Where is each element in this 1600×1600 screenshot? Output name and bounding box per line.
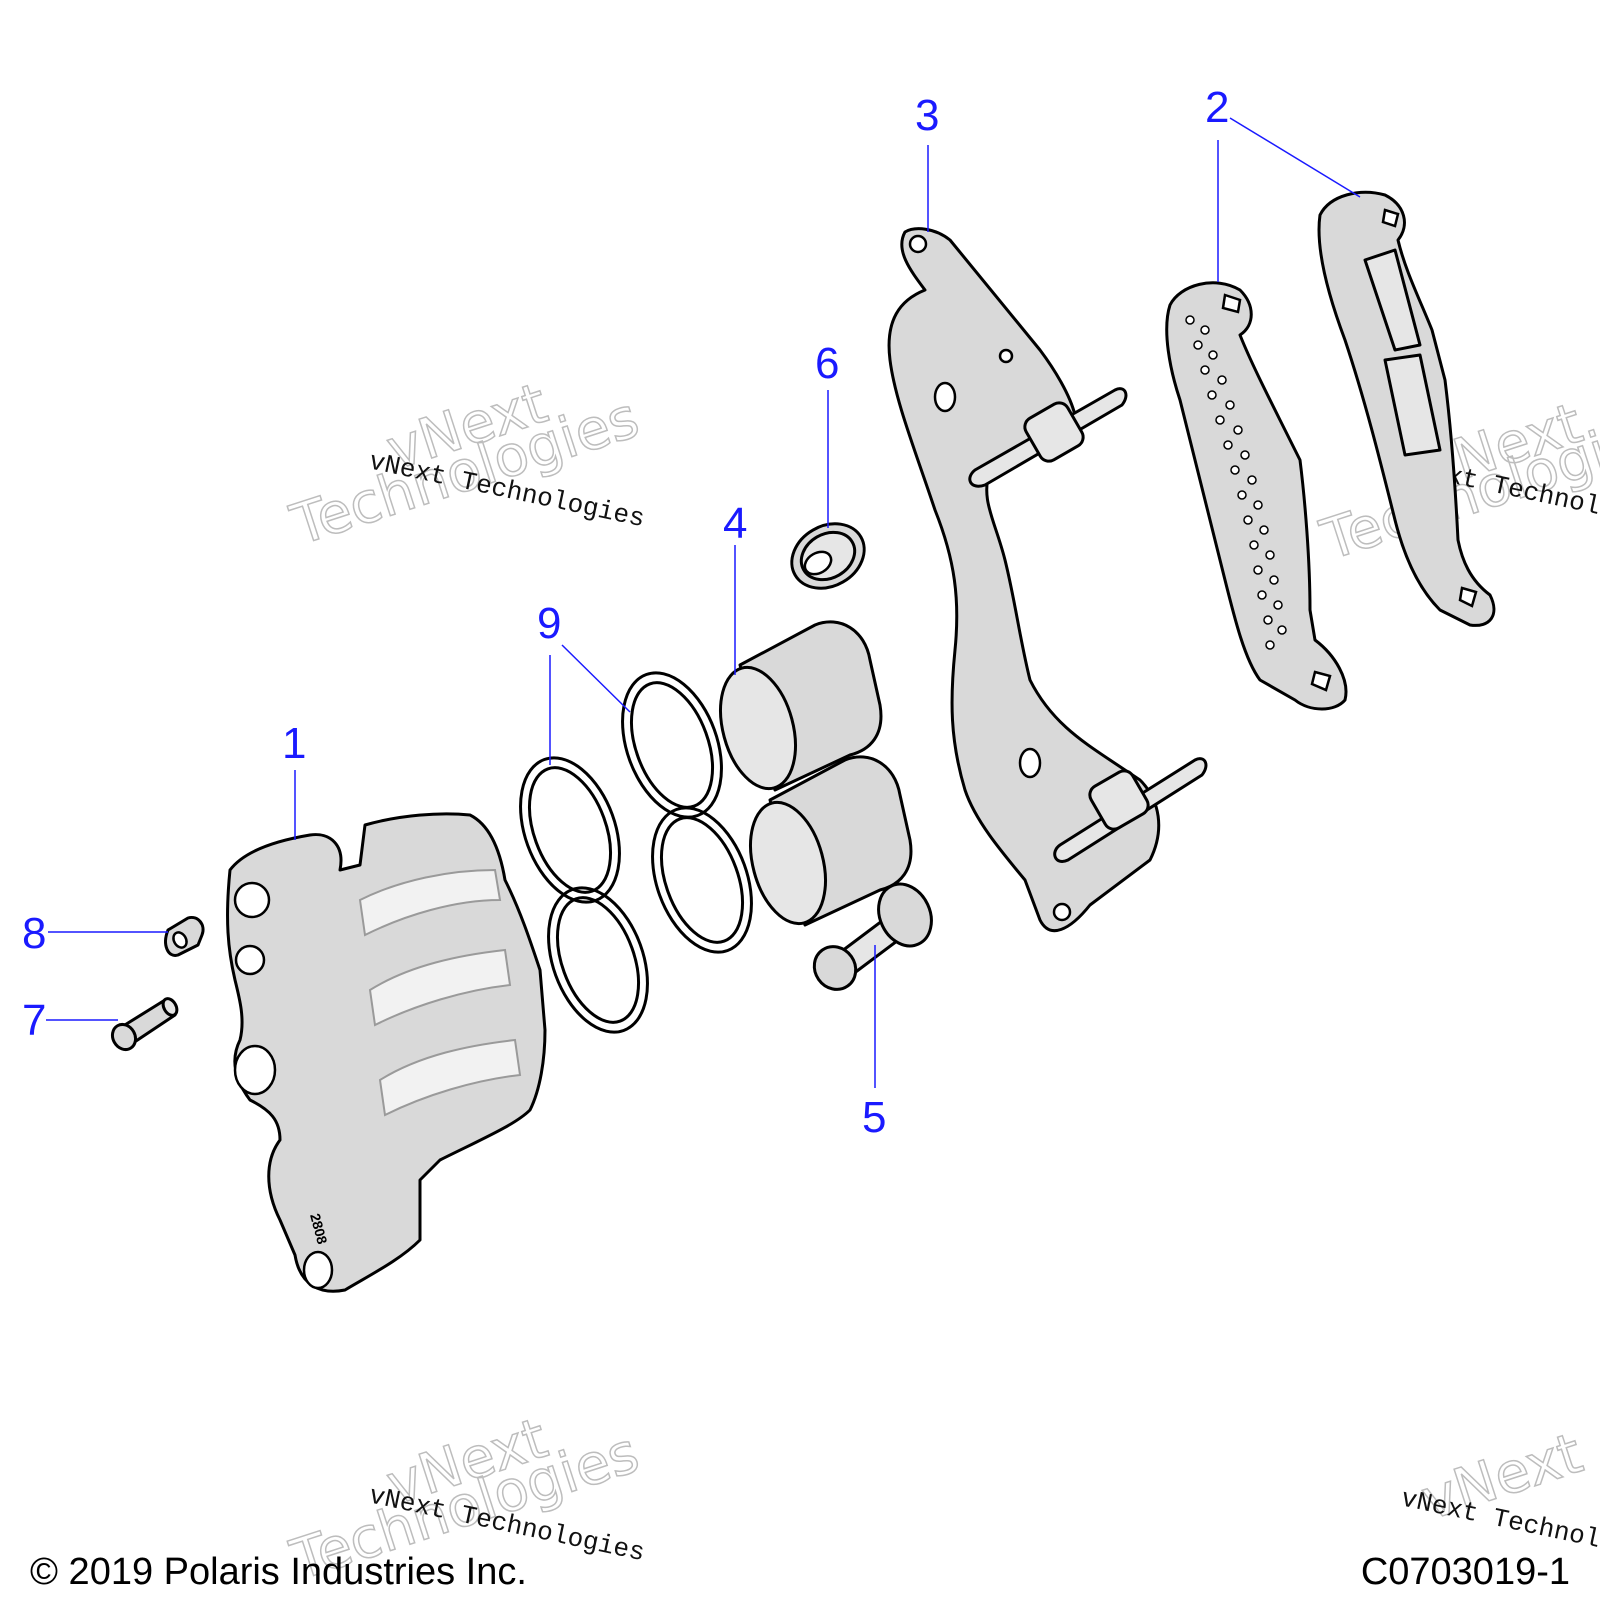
seal-2 <box>621 671 723 819</box>
callout-1[interactable]: 1 <box>282 719 306 768</box>
bracket-hole-bottom <box>1052 902 1072 922</box>
part-2-pad-outer <box>1317 190 1496 627</box>
caliper-port-1 <box>233 881 271 919</box>
seal-4 <box>651 806 753 954</box>
caliper-port-2 <box>234 944 266 976</box>
callout-8[interactable]: 8 <box>22 909 46 958</box>
part-7-bleeder-screw <box>110 997 179 1052</box>
caliper-bleeder-port <box>233 1044 277 1096</box>
callout-9[interactable]: 9 <box>537 599 561 648</box>
part-3-bracket <box>887 227 1208 933</box>
callout-7[interactable]: 7 <box>22 996 46 1045</box>
callout-2[interactable]: 2 <box>1205 83 1229 132</box>
leader-lines <box>46 117 1361 1088</box>
copyright-notice: © 2019 Polaris Industries Inc. <box>30 1551 527 1593</box>
caliper-mount-hole <box>302 1250 334 1290</box>
watermark-bottom-right: vNext vNext Technologies <box>1398 1420 1600 1571</box>
part-8-plug <box>164 915 205 957</box>
caliper-part-marking: 2808 <box>307 1212 331 1246</box>
leader-2b <box>1229 117 1361 198</box>
bracket-hole-lower <box>1018 747 1042 779</box>
bracket-hole-top <box>908 234 928 254</box>
leader-9b <box>561 644 631 713</box>
pad-perforation-pattern <box>1185 315 1287 650</box>
callout-4[interactable]: 4 <box>723 499 747 548</box>
diagram-id: C0703019-1 <box>1360 1551 1570 1593</box>
part-6-boot <box>790 522 866 590</box>
part-1-caliper-body: 2808 <box>226 812 547 1293</box>
callout-3[interactable]: 3 <box>915 91 939 140</box>
callout-6[interactable]: 6 <box>815 339 839 388</box>
bracket-hole-small <box>998 348 1014 364</box>
part-2-pad-inner <box>1165 281 1348 711</box>
callout-5[interactable]: 5 <box>862 1093 886 1142</box>
seal-3 <box>547 886 649 1034</box>
part-5-pin <box>812 882 933 991</box>
bracket-hole-upper <box>933 381 957 413</box>
callouts: 1 2 3 4 5 6 7 8 9 <box>22 83 1229 1142</box>
part-9-seals <box>519 671 753 1034</box>
watermark-top-left: Technologies vNext vNext Technologies <box>283 370 648 559</box>
part-4-piston-upper <box>719 620 883 792</box>
